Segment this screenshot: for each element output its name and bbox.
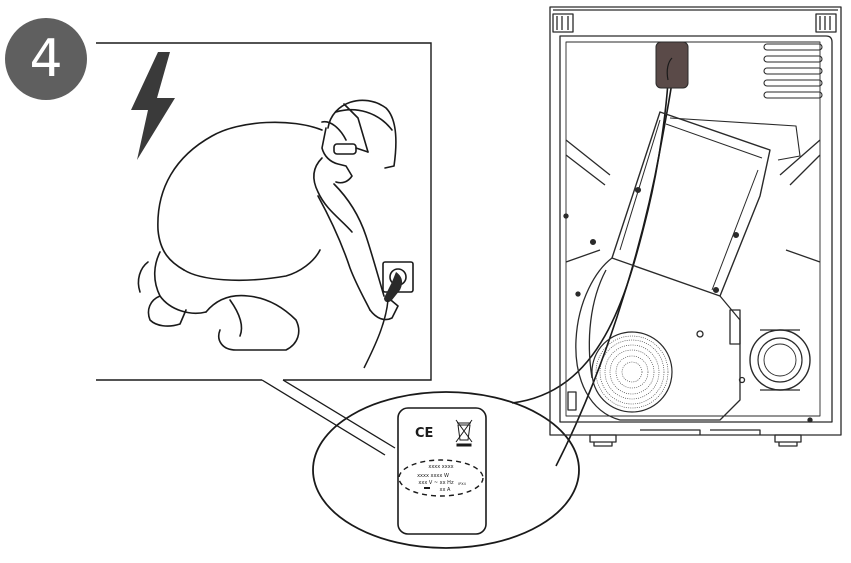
appliance-rear-view [549,6,842,447]
rating-highlight-oval [398,459,484,497]
wall-socket [382,261,414,303]
callout-pointer [261,379,396,456]
rating-plate: CE xxxx xxxx xxxx xxxx W xxx V ~ xx Hz I… [397,407,487,535]
crossed-out-bin-icon [455,419,473,447]
high-voltage-icon [131,52,175,160]
appliance-rating-plate-location [655,41,689,89]
power-cord [363,299,389,369]
magnifier-oval [312,391,580,549]
magnifier-leader-lines [511,81,673,467]
rating-line-current: xx A [440,487,452,493]
rating-line-ip: IPX4 [458,482,467,486]
safety-illustration-panel [96,42,432,381]
rating-line-voltage: xxx V ~ xx Hz [418,480,454,486]
panel-frame [96,42,432,381]
rating-line-model: xxxx xxxx [428,464,453,470]
rating-line-power: xxxx xxxx W [417,473,449,479]
ce-mark-icon: CE [415,426,433,441]
technician-figure [137,99,399,351]
step-number-badge: 4 [5,18,87,100]
